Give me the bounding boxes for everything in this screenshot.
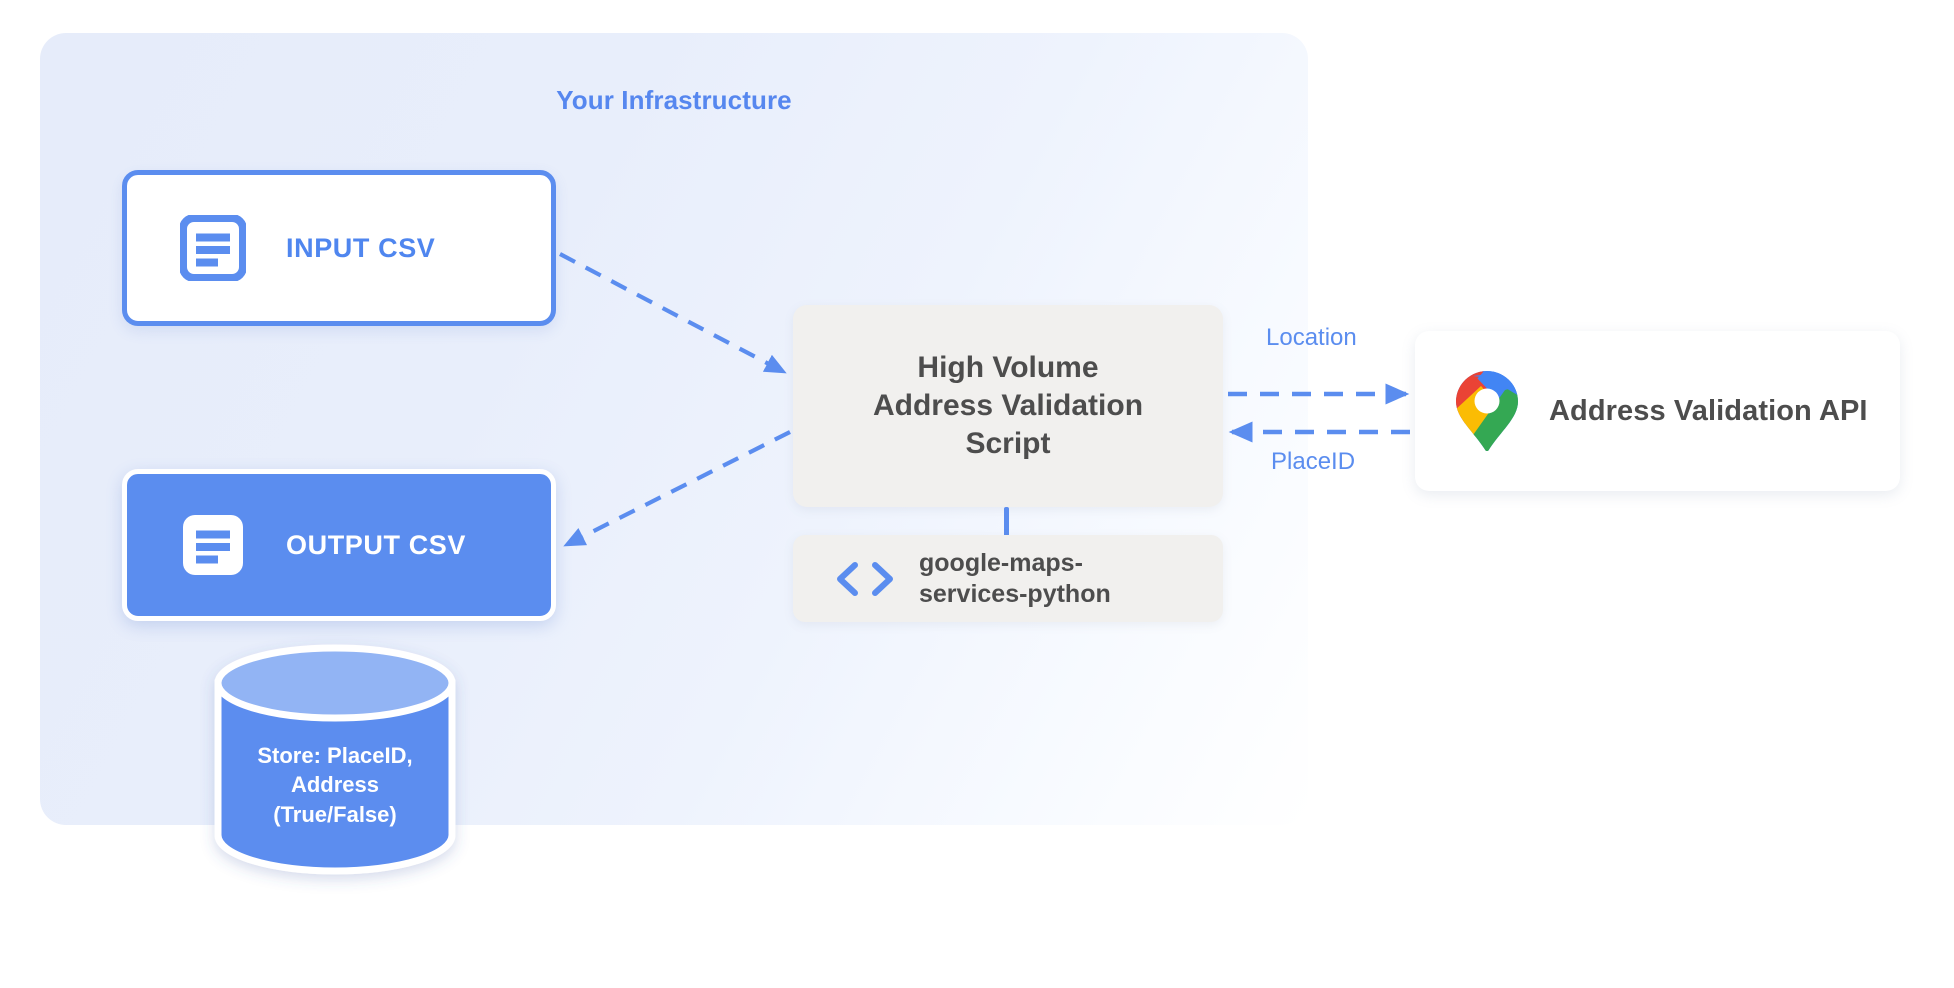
output-csv-label: OUTPUT CSV bbox=[286, 529, 467, 560]
infrastructure-panel-title: Your Infrastructure bbox=[556, 85, 792, 115]
node-output-csv[interactable]: OUTPUT CSV bbox=[122, 469, 556, 621]
cylinder-shape bbox=[214, 644, 456, 875]
library-label: google-maps- services-python bbox=[919, 549, 1111, 608]
input-csv-label: INPUT CSV bbox=[286, 232, 436, 263]
document-icon bbox=[183, 515, 243, 575]
code-brackets-icon bbox=[837, 561, 893, 596]
node-library[interactable]: google-maps- services-python bbox=[793, 535, 1223, 622]
api-label: Address Validation API bbox=[1549, 394, 1868, 427]
edge-label-placeid: PlaceID bbox=[1271, 448, 1356, 475]
node-address-validation-api[interactable]: Address Validation API bbox=[1415, 331, 1900, 491]
node-database[interactable]: Store: PlaceID, Address (True/False) bbox=[212, 644, 458, 875]
node-script[interactable]: High Volume Address Validation Script bbox=[793, 305, 1223, 507]
edge-label-location: Location bbox=[1266, 324, 1357, 351]
document-icon bbox=[180, 215, 246, 281]
script-label: High Volume Address Validation Script bbox=[872, 351, 1144, 460]
node-input-csv[interactable]: INPUT CSV bbox=[122, 170, 556, 326]
google-maps-pin-icon bbox=[1456, 371, 1518, 452]
edge-script-to-library bbox=[1004, 507, 1009, 537]
